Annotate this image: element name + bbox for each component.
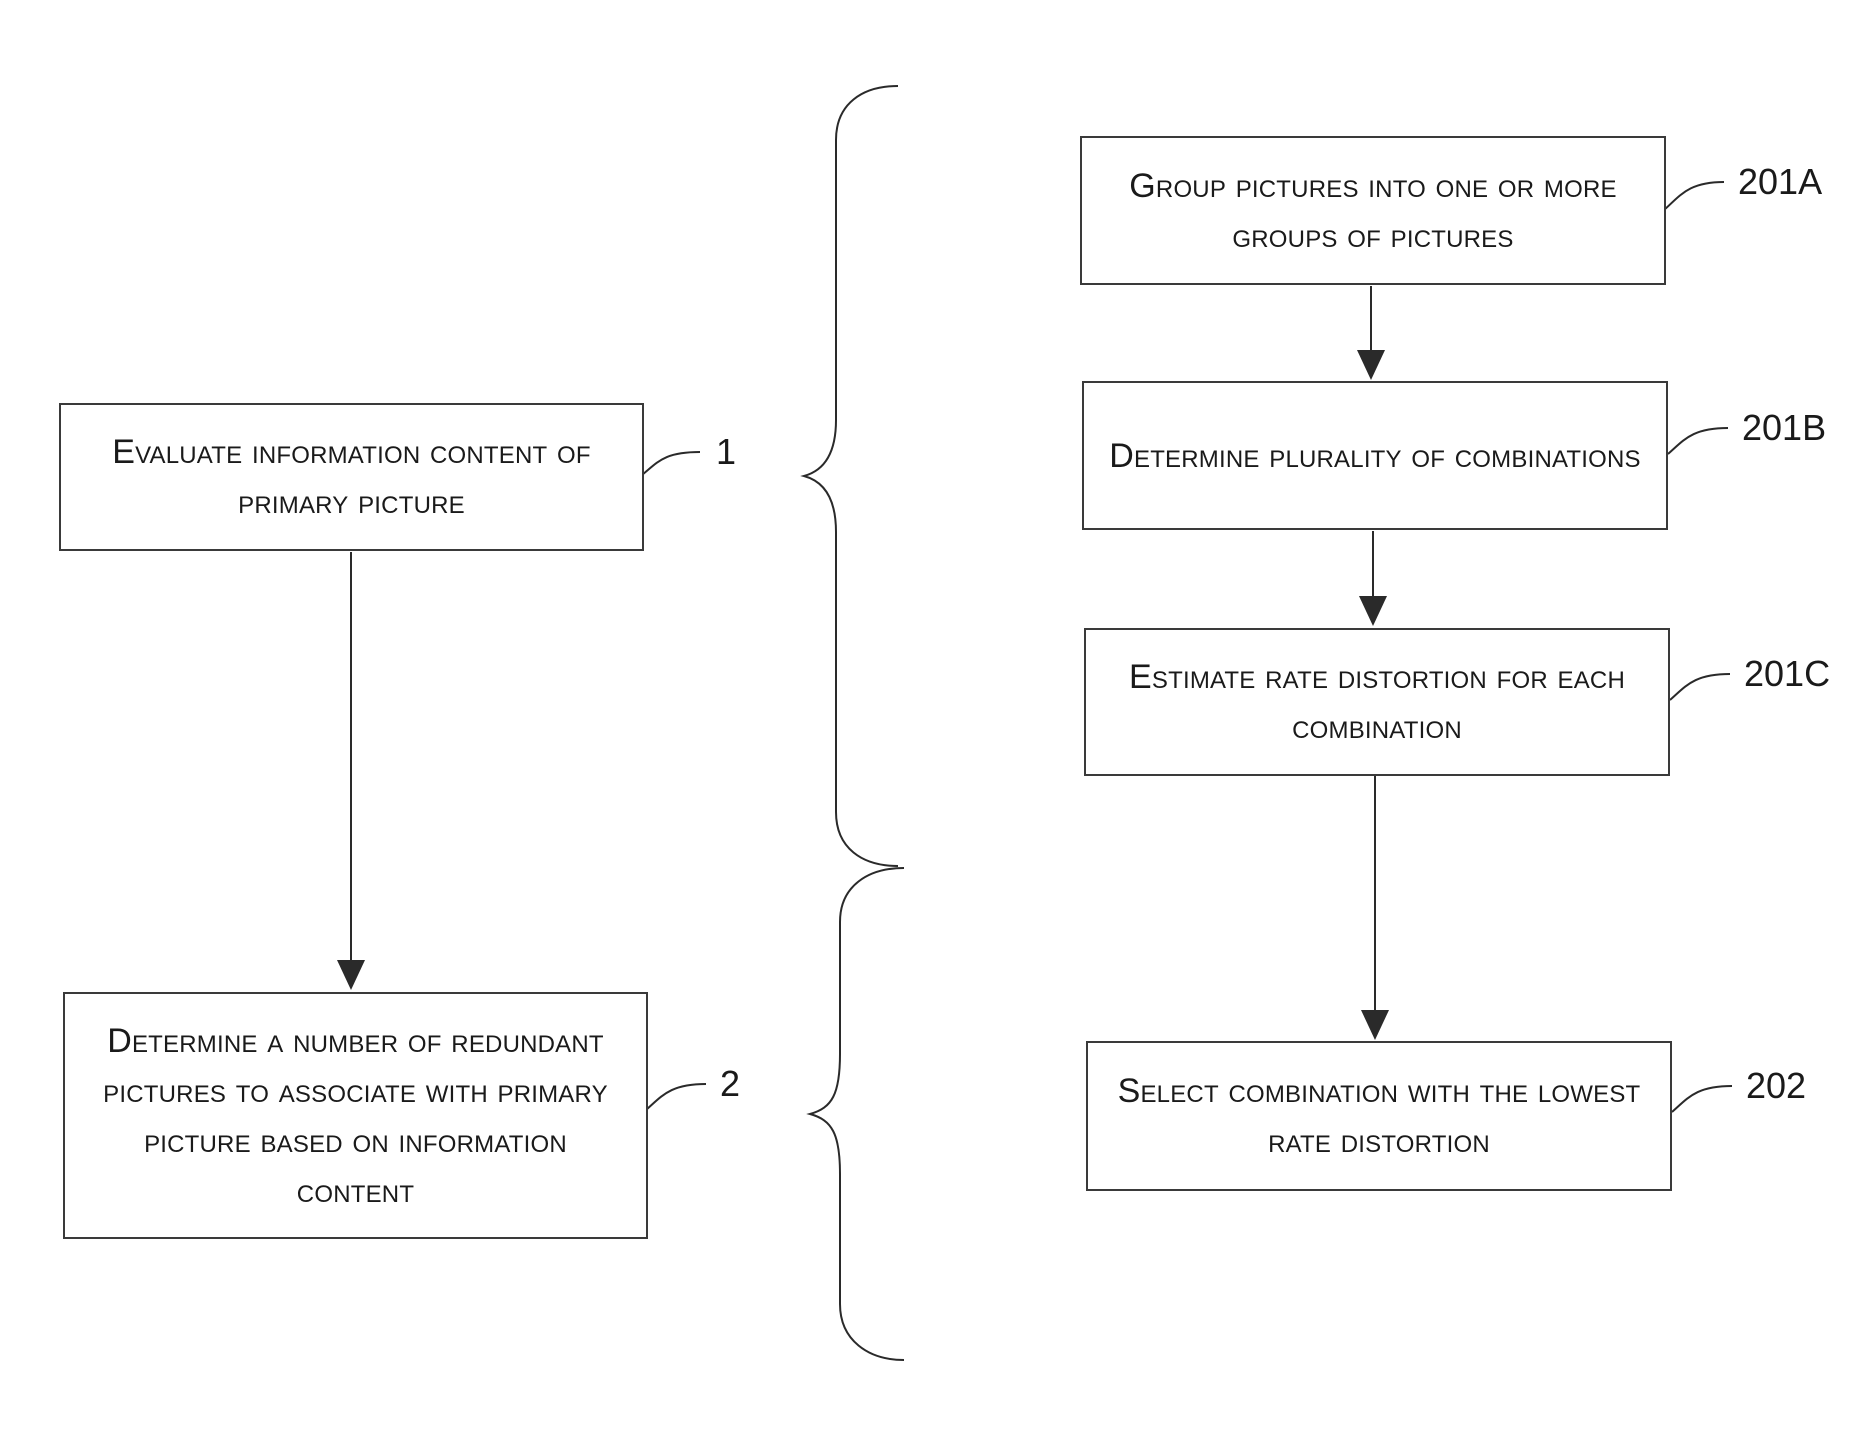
- step-determine-combinations-text: Determine plurality of combinations: [1109, 431, 1641, 481]
- arrowhead-step2: [337, 960, 365, 990]
- step-estimate-rate-distortion-text: Estimate rate distortion for each combin…: [1104, 652, 1650, 752]
- step-select-combination-box: Select combination with the lowest rate …: [1086, 1041, 1672, 1191]
- leader-201b: [1668, 428, 1728, 454]
- ref-numeral-201b: 201B: [1742, 408, 1826, 448]
- upper-brace: [804, 86, 898, 866]
- leader-2: [646, 1084, 706, 1110]
- step-evaluate-information-box: Evaluate information content of primary …: [59, 403, 644, 551]
- ref-numeral-1: 1: [716, 432, 736, 472]
- ref-numeral-202: 202: [1746, 1066, 1806, 1106]
- step-determine-redundant-pictures-text: Determine a number of redundant pictures…: [83, 1016, 628, 1216]
- step-group-pictures-box: Group pictures into one or more groups o…: [1080, 136, 1666, 285]
- leader-201a: [1664, 182, 1724, 210]
- ref-numeral-2: 2: [720, 1064, 740, 1104]
- lower-brace: [810, 868, 904, 1360]
- ref-numeral-201c: 201C: [1744, 654, 1830, 694]
- arrowhead-201b: [1357, 350, 1385, 380]
- arrowhead-201c: [1359, 596, 1387, 626]
- step-determine-combinations-box: Determine plurality of combinations: [1082, 381, 1668, 530]
- leader-202: [1672, 1086, 1732, 1112]
- step-select-combination-text: Select combination with the lowest rate …: [1106, 1066, 1652, 1166]
- step-group-pictures-text: Group pictures into one or more groups o…: [1100, 161, 1646, 261]
- step-evaluate-information-text: Evaluate information content of primary …: [79, 427, 624, 527]
- ref-numeral-201a: 201A: [1738, 162, 1822, 202]
- leader-1: [642, 452, 700, 475]
- step-determine-redundant-pictures-box: Determine a number of redundant pictures…: [63, 992, 648, 1239]
- step-estimate-rate-distortion-box: Estimate rate distortion for each combin…: [1084, 628, 1670, 776]
- arrowhead-202: [1361, 1010, 1389, 1040]
- leader-201c: [1670, 674, 1730, 700]
